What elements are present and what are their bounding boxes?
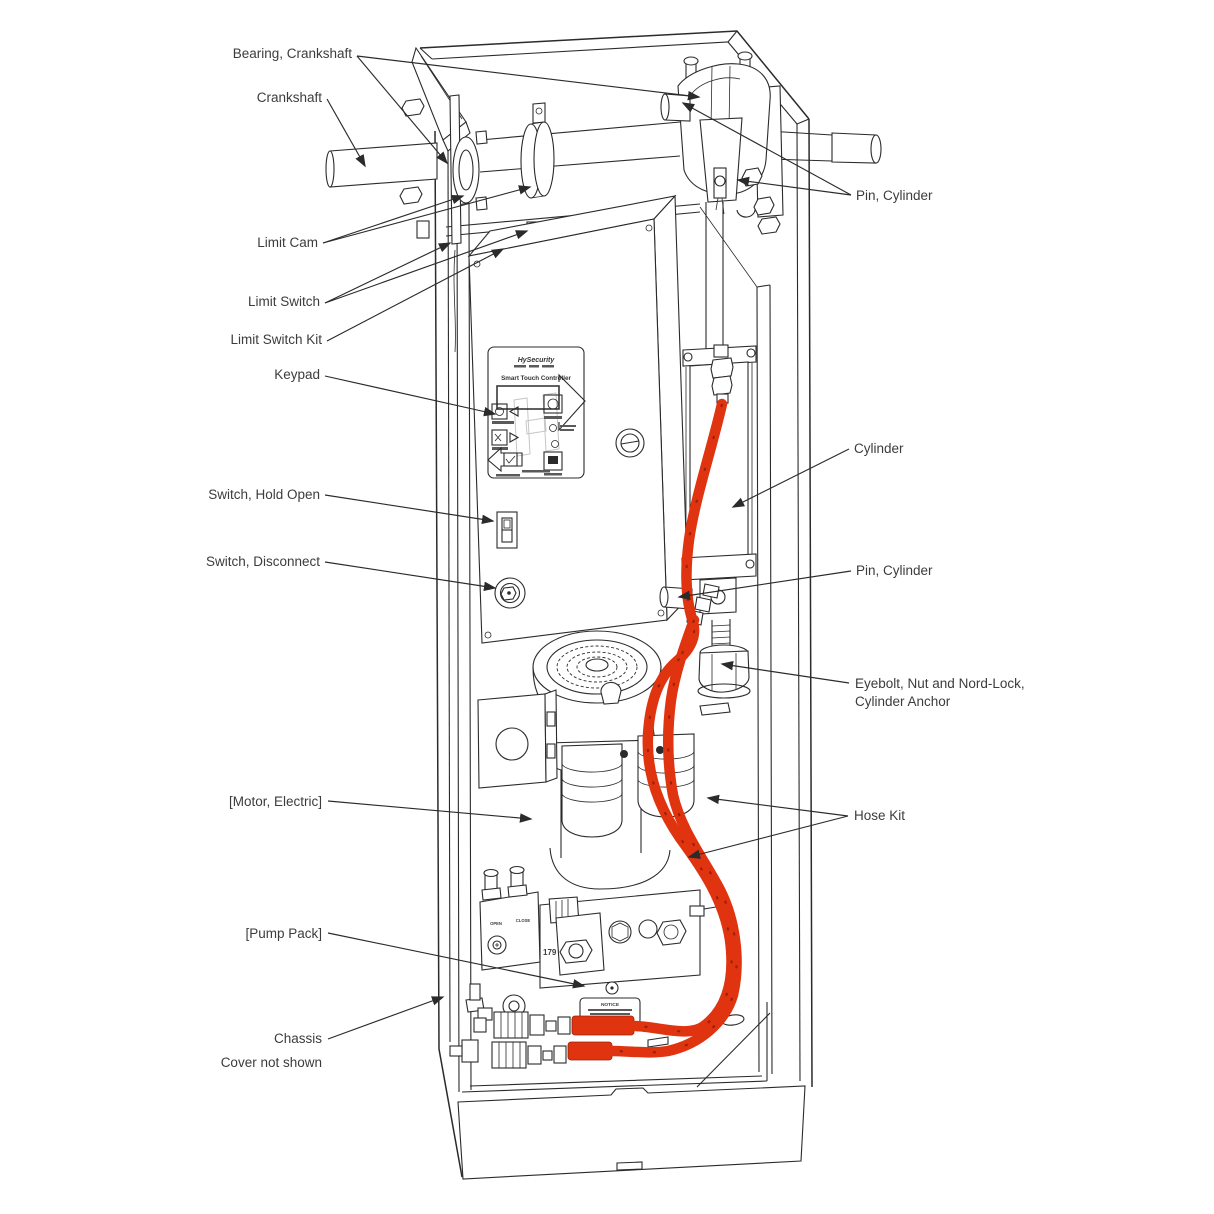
pump-tag: 179 <box>543 948 557 957</box>
crankshaft-bearing-right <box>660 51 784 235</box>
leader-switch-hold-open <box>324 494 495 524</box>
label-limit-cam: Limit Cam <box>257 235 318 250</box>
keypad-sticker: HySecurity Smart Touch Controller <box>487 346 586 479</box>
hold-open-switch <box>496 511 518 549</box>
notice-title: NOTICE <box>601 1002 620 1008</box>
callout-labels: Bearing, Crankshaft Crankshaft Limit Cam… <box>206 46 1025 1070</box>
leader-motor-electric <box>327 800 533 823</box>
pump-pack: OPEN CLOSE 179 <box>465 865 717 1025</box>
label-bearing-crankshaft: Bearing, Crankshaft <box>233 46 353 61</box>
leader-limit-switch-1 <box>324 242 452 304</box>
label-eyebolt-line1: Eyebolt, Nut and Nord-Lock, <box>855 676 1025 691</box>
disconnect-switch <box>494 577 526 609</box>
label-keypad: Keypad <box>274 367 320 382</box>
leader-lines <box>322 55 852 1040</box>
label-motor-electric: [Motor, Electric] <box>229 794 322 809</box>
leader-limit-switch-2 <box>324 230 529 304</box>
chassis-cabinet <box>399 30 813 1180</box>
leader-hose-kit-1 <box>706 794 849 817</box>
hose-kit-hoses <box>606 398 742 1058</box>
label-chassis: Chassis <box>274 1031 322 1046</box>
crankshaft-assembly <box>325 121 882 188</box>
hose-upper <box>628 398 737 1037</box>
leader-switch-disconnect <box>324 561 497 592</box>
label-limit-switch: Limit Switch <box>248 294 320 309</box>
keypad-brand: HySecurity <box>518 357 556 364</box>
pump-close-label: CLOSE <box>516 918 531 923</box>
leader-limit-cam-1 <box>322 195 465 244</box>
leader-pump-pack <box>327 932 586 989</box>
door-lock <box>615 428 645 458</box>
leader-keypad <box>324 375 497 417</box>
label-cylinder: Cylinder <box>854 441 904 456</box>
electric-motor <box>477 630 695 890</box>
label-switch-hold-open: Switch, Hold Open <box>208 487 320 502</box>
pump-fitting <box>481 865 528 901</box>
leader-bearing-crankshaft-right <box>356 55 701 101</box>
label-eyebolt-line2: Cylinder Anchor <box>855 694 951 709</box>
label-crankshaft: Crankshaft <box>257 90 323 105</box>
label-pump-pack: [Pump Pack] <box>245 926 322 941</box>
label-pin-cylinder-top: Pin, Cylinder <box>856 188 933 203</box>
label-limit-switch-kit: Limit Switch Kit <box>230 332 322 347</box>
hose-couplers <box>449 1007 635 1069</box>
hose-lower <box>606 614 742 1058</box>
leader-pin-cylinder-mid <box>677 570 852 601</box>
label-hose-kit: Hose Kit <box>854 808 905 823</box>
leader-limit-cam-2 <box>322 185 532 244</box>
label-cover-not-shown: Cover not shown <box>221 1055 322 1070</box>
leader-pin-cylinder-top-2 <box>736 176 852 196</box>
leader-bearing-crankshaft-left <box>356 55 449 165</box>
leader-pin-cylinder-top-1 <box>681 102 852 196</box>
leader-cylinder <box>731 448 850 508</box>
eyebolt-cylinder-anchor <box>697 619 751 716</box>
leader-limit-switch-kit <box>326 248 505 342</box>
leader-hose-kit-2 <box>687 815 849 859</box>
label-switch-disconnect: Switch, Disconnect <box>206 554 320 569</box>
leader-chassis <box>327 996 445 1040</box>
keypad-title: Smart Touch Controller <box>501 375 571 382</box>
pump-open-label: OPEN <box>490 921 502 926</box>
leader-crankshaft <box>326 98 366 168</box>
leader-eyebolt <box>720 660 850 684</box>
limit-cam-discs <box>520 102 555 199</box>
label-pin-cylinder-mid: Pin, Cylinder <box>856 563 933 578</box>
